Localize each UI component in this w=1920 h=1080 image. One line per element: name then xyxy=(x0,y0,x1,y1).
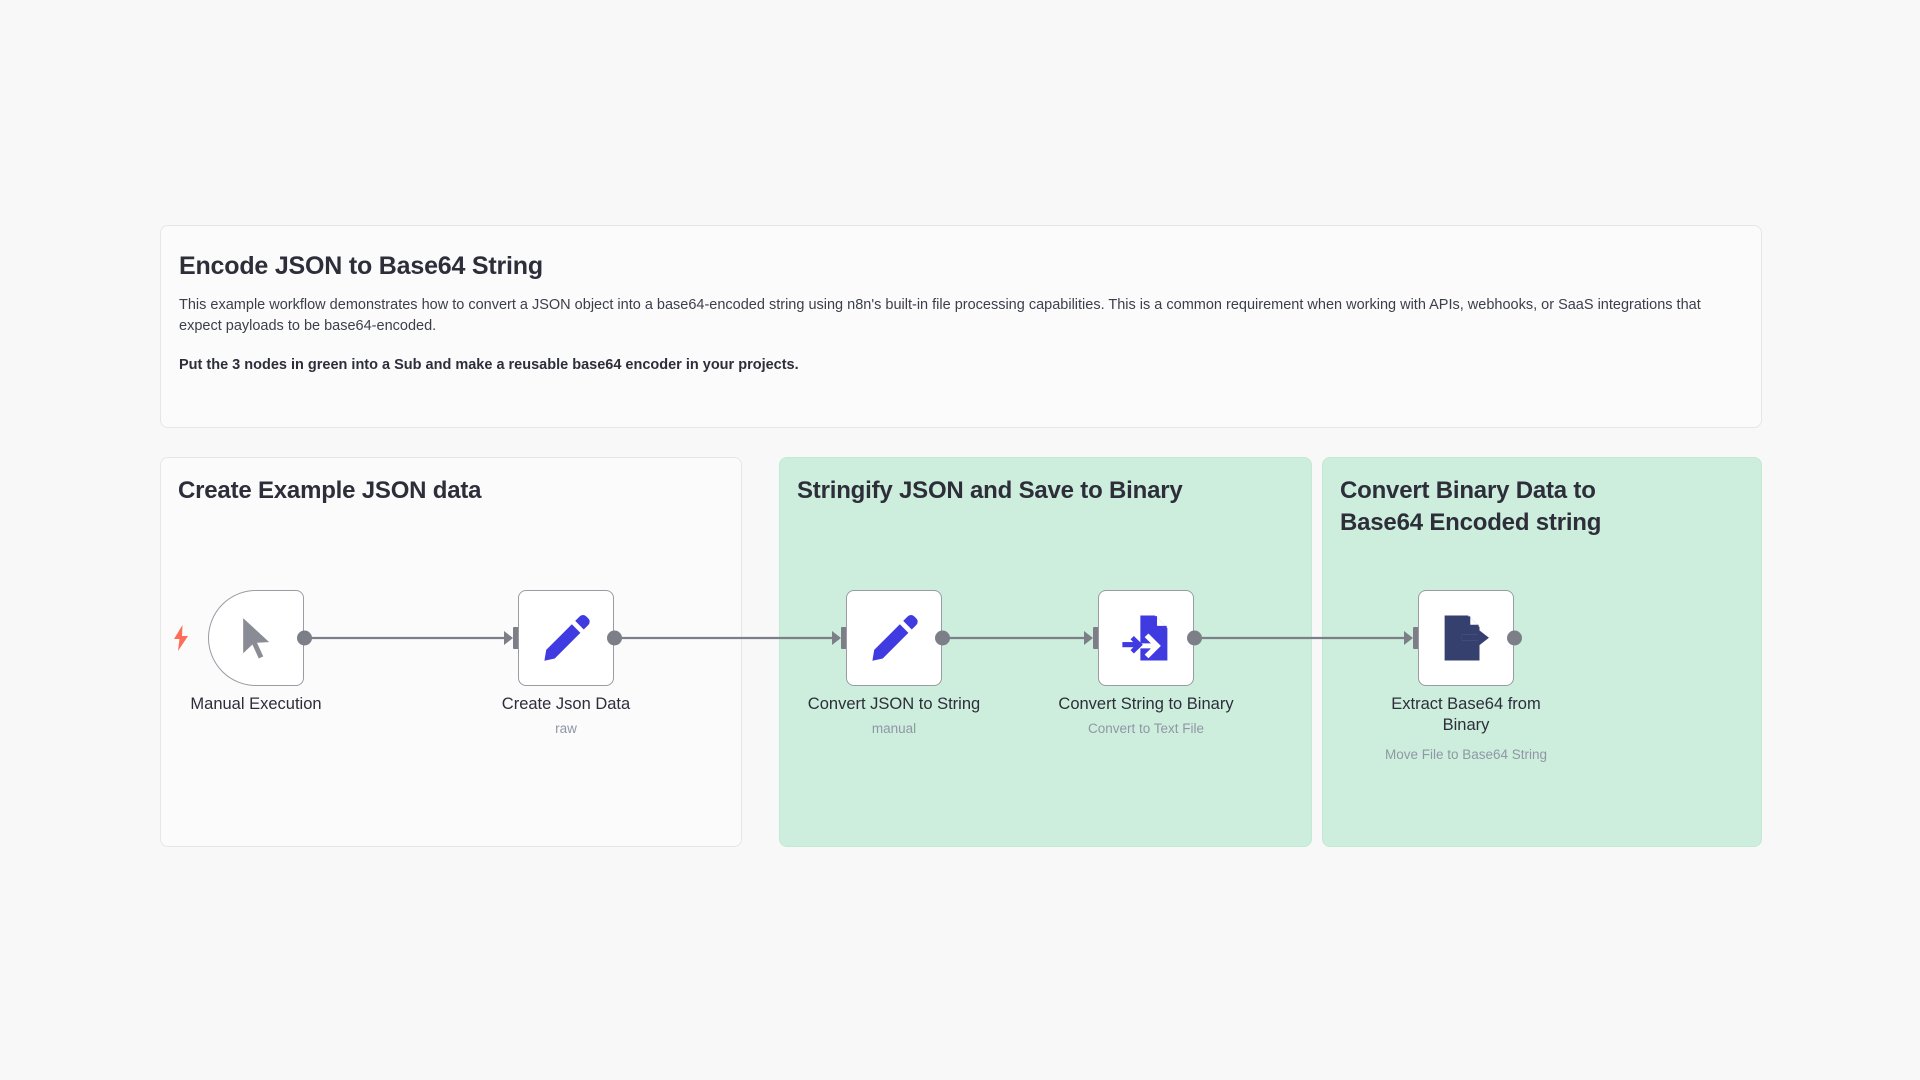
node-convert-string-to-binary[interactable]: Convert String to Binary Convert to Text… xyxy=(1058,590,1234,736)
input-endpoint[interactable] xyxy=(502,627,520,649)
input-arrow-icon xyxy=(1084,631,1093,645)
node-extract-base64-from-binary[interactable]: Extract Base64 from Binary Move File to … xyxy=(1385,590,1547,762)
output-endpoint[interactable] xyxy=(1186,630,1202,646)
group-title: Stringify JSON and Save to Binary xyxy=(797,477,1183,504)
group-title: Convert Binary Data to Base64 Encoded st… xyxy=(1340,477,1602,537)
input-endpoint[interactable] xyxy=(1082,627,1100,649)
input-bar xyxy=(1093,627,1100,649)
input-endpoint[interactable] xyxy=(830,627,848,649)
input-endpoint[interactable] xyxy=(1402,627,1420,649)
node-body[interactable] xyxy=(1418,590,1514,686)
node-subtitle: Move File to Base64 String xyxy=(1384,747,1548,762)
node-subtitle: manual xyxy=(871,721,917,736)
node-manual-execution[interactable]: Manual Execution xyxy=(174,590,322,713)
input-bar xyxy=(841,627,848,649)
input-arrow-icon xyxy=(504,631,513,645)
input-arrow-icon xyxy=(832,631,841,645)
node-label: Manual Execution xyxy=(190,695,322,713)
node-create-json-data[interactable]: Create Json Data raw xyxy=(502,590,630,736)
pencil-icon xyxy=(872,614,918,661)
output-endpoint[interactable] xyxy=(934,630,950,646)
node-convert-json-to-string[interactable]: Convert JSON to String manual xyxy=(808,590,980,736)
sticky-note-bold-note: Put the 3 nodes in green into a Sub and … xyxy=(179,357,799,374)
group-convert-binary-data-to-base64-encoded-string[interactable]: Convert Binary Data to Base64 Encoded st… xyxy=(1322,457,1762,847)
file-export-icon xyxy=(1444,615,1489,661)
node-subtitle: Convert to Text File xyxy=(1087,721,1205,736)
node-label: Convert String to Binary xyxy=(1058,695,1234,713)
output-endpoint[interactable] xyxy=(296,630,312,646)
group-title: Create Example JSON data xyxy=(178,477,482,504)
node-body[interactable] xyxy=(1098,590,1194,686)
group-stringify-json-and-save-to-binary[interactable]: Stringify JSON and Save to Binary xyxy=(779,457,1312,847)
sticky-note-paragraph: This example workflow demonstrates how t… xyxy=(179,297,1701,335)
node-body[interactable] xyxy=(846,590,942,686)
input-bar xyxy=(513,627,520,649)
output-endpoint[interactable] xyxy=(606,630,622,646)
node-label: Convert JSON to String xyxy=(807,695,981,713)
node-label: Extract Base64 from Binary xyxy=(1391,695,1541,735)
node-body[interactable] xyxy=(518,590,614,686)
output-endpoint[interactable] xyxy=(1506,630,1522,646)
sticky-note-title: Encode JSON to Base64 String xyxy=(179,252,543,280)
input-arrow-icon xyxy=(1404,631,1413,645)
pencil-icon xyxy=(544,614,590,661)
input-bar xyxy=(1413,627,1420,649)
lightning-bolt-icon xyxy=(171,625,191,651)
node-subtitle: raw xyxy=(555,721,577,736)
file-import-icon xyxy=(1122,615,1168,661)
node-label: Create Json Data xyxy=(501,695,631,713)
sticky-note-description[interactable]: Encode JSON to Base64 String This exampl… xyxy=(160,225,1762,428)
cursor-pointer-icon xyxy=(241,615,273,661)
node-body[interactable] xyxy=(208,590,304,686)
